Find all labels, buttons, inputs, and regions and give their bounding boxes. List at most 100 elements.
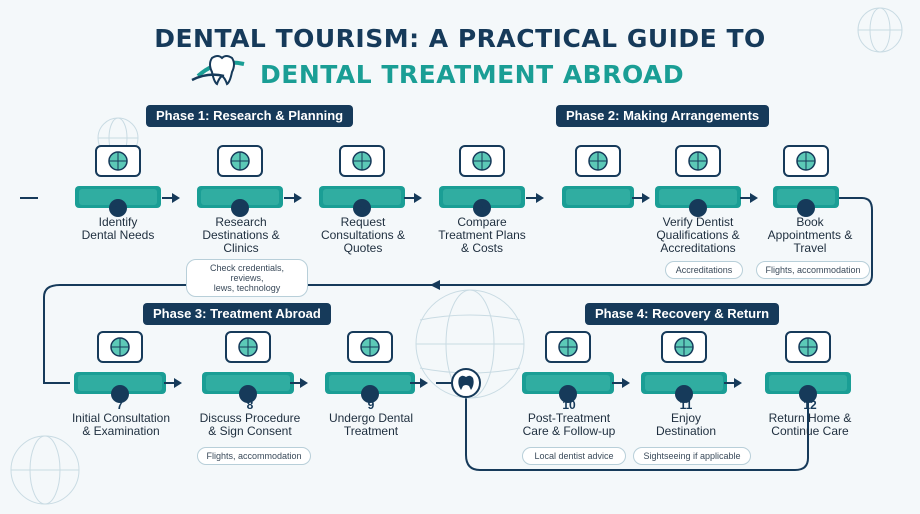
- passport-icon: [675, 145, 721, 177]
- step-5-number: 5: [694, 202, 702, 216]
- step-4-label: Compare Treatment Plans & Costs: [438, 215, 526, 255]
- step-block-3: [319, 145, 405, 217]
- step-block-11: [522, 331, 614, 403]
- step-number-badge: [473, 199, 491, 217]
- step-2-note: Check credentials, reviews, lews, techno…: [186, 259, 308, 297]
- flow-arrow-head-11: [734, 378, 742, 388]
- step-bar: [319, 186, 405, 208]
- step-1-label: Identify Dental Needs: [81, 215, 155, 242]
- globe-magnifier-icon: [217, 145, 263, 177]
- dental-chair-gear-icon: [97, 331, 143, 363]
- step-bar: [439, 186, 525, 208]
- step-block-5: [562, 145, 634, 208]
- step-8-note: Flights, accommodation: [197, 447, 311, 465]
- flow-arrow-head-4: [536, 193, 544, 203]
- step-block-10: [325, 331, 415, 403]
- flow-arrow-head-8: [300, 378, 308, 388]
- step-9-label: Undergo Dental Treatment: [328, 411, 414, 438]
- step-block-6: [655, 145, 741, 217]
- step-number-badge: [111, 385, 129, 403]
- step-block-12: [641, 331, 727, 403]
- step-bar: [522, 372, 614, 394]
- dentists-icon: [347, 331, 393, 363]
- step-6-note: Flights, accommodation: [756, 261, 870, 279]
- phase-4-header: Phase 4: Recovery & Return: [585, 303, 780, 325]
- step-2-number: 2: [237, 202, 245, 216]
- step-11-label: Enjoy Destination: [655, 411, 717, 438]
- city-icon: [661, 331, 707, 363]
- luggage-icon: [575, 145, 621, 177]
- step-11-number: 11: [679, 398, 693, 412]
- step-2-label: Research Destinations & Clinics: [202, 215, 280, 255]
- step-bar: [641, 372, 727, 394]
- flow-arrow-head-7: [174, 378, 182, 388]
- step-bar: [773, 186, 839, 208]
- step-block-8: [74, 331, 166, 403]
- flow-arrow-head-2: [294, 193, 302, 203]
- step-6-label: Book Appointments & Travel: [767, 215, 853, 255]
- step-5-label: Verify Dentist Qualifications & Accredit…: [656, 215, 740, 255]
- step-block-2: [197, 145, 283, 217]
- beach-icon: [545, 331, 591, 363]
- phase-3-header: Phase 3: Treatment Abroad: [143, 303, 331, 325]
- step-number-badge: [353, 199, 371, 217]
- step-number-badge: [689, 199, 707, 217]
- step-block-7: [773, 145, 839, 217]
- step-number-badge: [675, 385, 693, 403]
- step-3-number: 3: [359, 202, 367, 216]
- step-3-label: Request Consultations & Quotes: [320, 215, 406, 255]
- step-bar: [197, 186, 283, 208]
- step-block-1: [75, 145, 161, 217]
- step-bar: [74, 372, 166, 394]
- step-bar: [325, 372, 415, 394]
- step-10-label: Post-Treatment Care & Follow-up: [522, 411, 616, 438]
- step-7-number: 7: [116, 398, 124, 412]
- step-5-note: Accreditations: [665, 261, 743, 279]
- step-6-number: 6: [806, 202, 814, 216]
- flow-arrows: [430, 280, 440, 290]
- suitcase-calendar-icon: [459, 145, 505, 177]
- step-bar: [562, 186, 634, 208]
- step-11-note: Sightseeing if applicable: [633, 447, 751, 465]
- step-10-number: 10: [562, 398, 576, 412]
- step-8-number: 8: [246, 398, 254, 412]
- step-8-label: Discuss Procedure & Sign Consent: [199, 411, 301, 438]
- flow-arrow-head-10: [622, 378, 630, 388]
- step-number-badge: [797, 199, 815, 217]
- flow-arrow-head-9: [420, 378, 428, 388]
- step-7-label: Initial Consultation & Examination: [71, 411, 171, 438]
- step-number-badge: [239, 385, 257, 403]
- step-12-label: Return Home & Continue Care: [768, 411, 852, 438]
- step-12-number: 12: [803, 398, 817, 412]
- flow-arrow-head-3: [414, 193, 422, 203]
- documents-icon: [339, 145, 385, 177]
- step-block-13: [765, 331, 851, 403]
- title-line-1: DENTAL TOURISM: A PRACTICAL GUIDE TO: [154, 24, 766, 53]
- step-9-number: 9: [367, 398, 375, 412]
- phase-1-header: Phase 1: Research & Planning: [146, 105, 354, 127]
- flow-arrow-head-5: [642, 193, 650, 203]
- step-bar: [75, 186, 161, 208]
- step-10-note: Local dentist advice: [522, 447, 626, 465]
- step-bar: [765, 372, 851, 394]
- step-bar: [655, 186, 741, 208]
- tooth-node-icon: [451, 368, 481, 398]
- flow-arrow-head-6: [750, 193, 758, 203]
- phase-2-header: Phase 2: Making Arrangements: [556, 105, 770, 127]
- hospital-icon: [225, 331, 271, 363]
- step-number-badge: [361, 385, 379, 403]
- step-block-4: [439, 145, 525, 217]
- title-line-2: DENTAL TREATMENT ABROAD: [260, 60, 685, 89]
- flow-arrow-head-1: [172, 193, 180, 203]
- laptop-search-icon: [95, 145, 141, 177]
- dental-chair-icon: [783, 145, 829, 177]
- step-number-badge: [559, 385, 577, 403]
- step-4-number: 4: [478, 202, 486, 216]
- step-number-badge: [109, 199, 127, 217]
- step-bar: [202, 372, 294, 394]
- tooth-logo-icon: [191, 55, 245, 86]
- home-care-icon: [785, 331, 831, 363]
- step-number-badge: [799, 385, 817, 403]
